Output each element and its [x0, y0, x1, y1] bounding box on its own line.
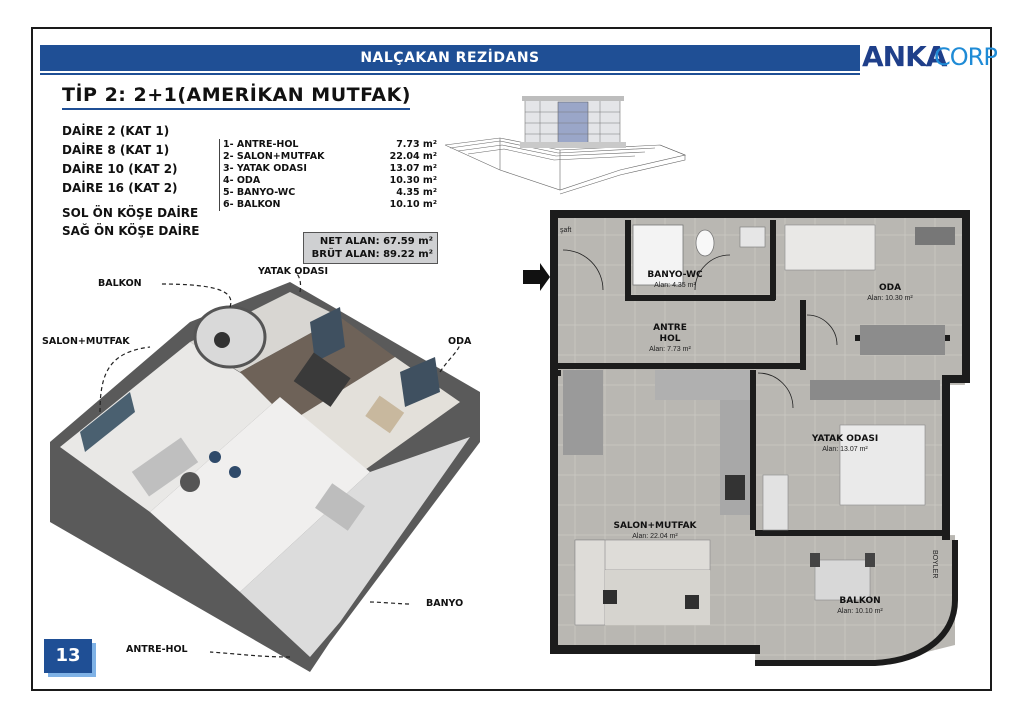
area-row: 6- BALKON 10.10 m² — [223, 199, 437, 211]
room-area-list: 1- ANTRE-HOL 7.73 m² 2- SALON+MUTFAK 22.04… — [219, 139, 437, 211]
plan-area-salon-mutfak: Alan: 22.04 m² — [632, 533, 678, 540]
corner-item: SAĞ ÖN KÖŞE DAİRE — [62, 224, 200, 238]
banner-underline — [40, 73, 860, 75]
plan-label-boyler: BOYLER — [931, 550, 938, 578]
plan-area-yatak-odasi: Alan: 13.07 m² — [822, 446, 868, 453]
area-row: 1- ANTRE-HOL 7.73 m² — [223, 139, 437, 151]
anka-corp-logo: ANKA CORP — [862, 40, 998, 76]
corner-unit-list: SOL ÖN KÖŞE DAİRE SAĞ ÖN KÖŞE DAİRE — [62, 204, 200, 240]
area-value: 13.07 m² — [389, 163, 437, 174]
unit-item: DAİRE 8 (KAT 1) — [62, 143, 170, 157]
plan-label-salon-mutfak: SALON+MUTFAK — [613, 521, 697, 531]
iso-label-banyo: BANYO — [426, 598, 464, 609]
plan-label-hol: HOL — [660, 334, 681, 344]
unit-item: DAİRE 2 (KAT 1) — [62, 124, 170, 138]
plan-label-banyo-wc: BANYO-WC — [647, 270, 703, 280]
area-label: 3- YATAK ODASI — [223, 163, 307, 174]
area-value: 4.35 m² — [396, 187, 437, 198]
logo-anka-text: ANKA — [862, 40, 947, 73]
plan-area-banyo-wc: Alan: 4.35 m² — [654, 282, 696, 289]
unit-item: DAİRE 10 (KAT 2) — [62, 162, 178, 176]
isometric-drawing — [50, 271, 480, 672]
iso-label-balkon: BALKON — [98, 278, 142, 289]
plan-label-yatak-odasi: YATAK ODASI — [811, 434, 878, 444]
plan-area-balkon: Alan: 10.10 m² — [837, 608, 883, 615]
net-area: NET ALAN: 67.59 m² — [319, 236, 433, 247]
iso-label-oda: ODA — [448, 336, 472, 347]
iso-label-yatak-odasi: YATAK ODASI — [258, 266, 329, 277]
area-value: 22.04 m² — [389, 151, 437, 162]
iso-label-antre-hol: ANTRE-HOL — [126, 644, 188, 655]
plan-area-antre: Alan: 7.73 m² — [649, 346, 691, 353]
plan-type-title: TİP 2: 2+1(AMERİKAN MUTFAK) — [62, 84, 411, 106]
logo-corp-text: CORP — [934, 43, 998, 71]
plan-label-oda: ODA — [879, 283, 901, 293]
area-value: 7.73 m² — [396, 139, 437, 150]
area-row: 5- BANYO-WC 4.35 m² — [223, 187, 437, 199]
building-sketch — [444, 96, 687, 195]
corner-item: SOL ÖN KÖŞE DAİRE — [62, 206, 199, 220]
project-banner: NALÇAKAN REZİDANS — [40, 45, 860, 71]
area-row: 3- YATAK ODASI 13.07 m² — [223, 163, 437, 175]
gross-area: BRÜT ALAN: 89.22 m² — [311, 249, 433, 260]
area-label: 4- ODA — [223, 175, 261, 186]
plan-label-shaft: şaft — [560, 227, 571, 234]
plan-label-antre: ANTRE — [653, 323, 687, 333]
title-underline — [62, 108, 410, 110]
floor-plan: BANYO-WC Alan: 4.35 m² ODA Alan: 10.30 m… — [523, 210, 970, 666]
plan-area-oda: Alan: 10.30 m² — [867, 295, 913, 302]
page-frame — [31, 27, 992, 691]
area-label: 6- BALKON — [223, 199, 281, 210]
iso-label-salon-mutfak: SALON+MUTFAK — [42, 336, 130, 347]
unit-item: DAİRE 16 (KAT 2) — [62, 181, 178, 195]
plan-label-balkon: BALKON — [839, 596, 880, 606]
area-label: 2- SALON+MUTFAK — [223, 151, 325, 162]
unit-list: DAİRE 2 (KAT 1) DAİRE 8 (KAT 1) DAİRE 10… — [62, 122, 178, 198]
area-row: 4- ODA 10.30 m² — [223, 175, 437, 187]
isometric-view: BALKON YATAK ODASI SALON+MUTFAK ODA BANY… — [40, 262, 510, 682]
area-row: 2- SALON+MUTFAK 22.04 m² — [223, 151, 437, 163]
page-number: 13 — [44, 639, 92, 673]
area-label: 5- BANYO-WC — [223, 187, 296, 198]
area-value: 10.10 m² — [389, 199, 437, 210]
area-totals-box: NET ALAN: 67.59 m² BRÜT ALAN: 89.22 m² — [303, 232, 438, 264]
area-value: 10.30 m² — [389, 175, 437, 186]
area-label: 1- ANTRE-HOL — [223, 139, 299, 150]
